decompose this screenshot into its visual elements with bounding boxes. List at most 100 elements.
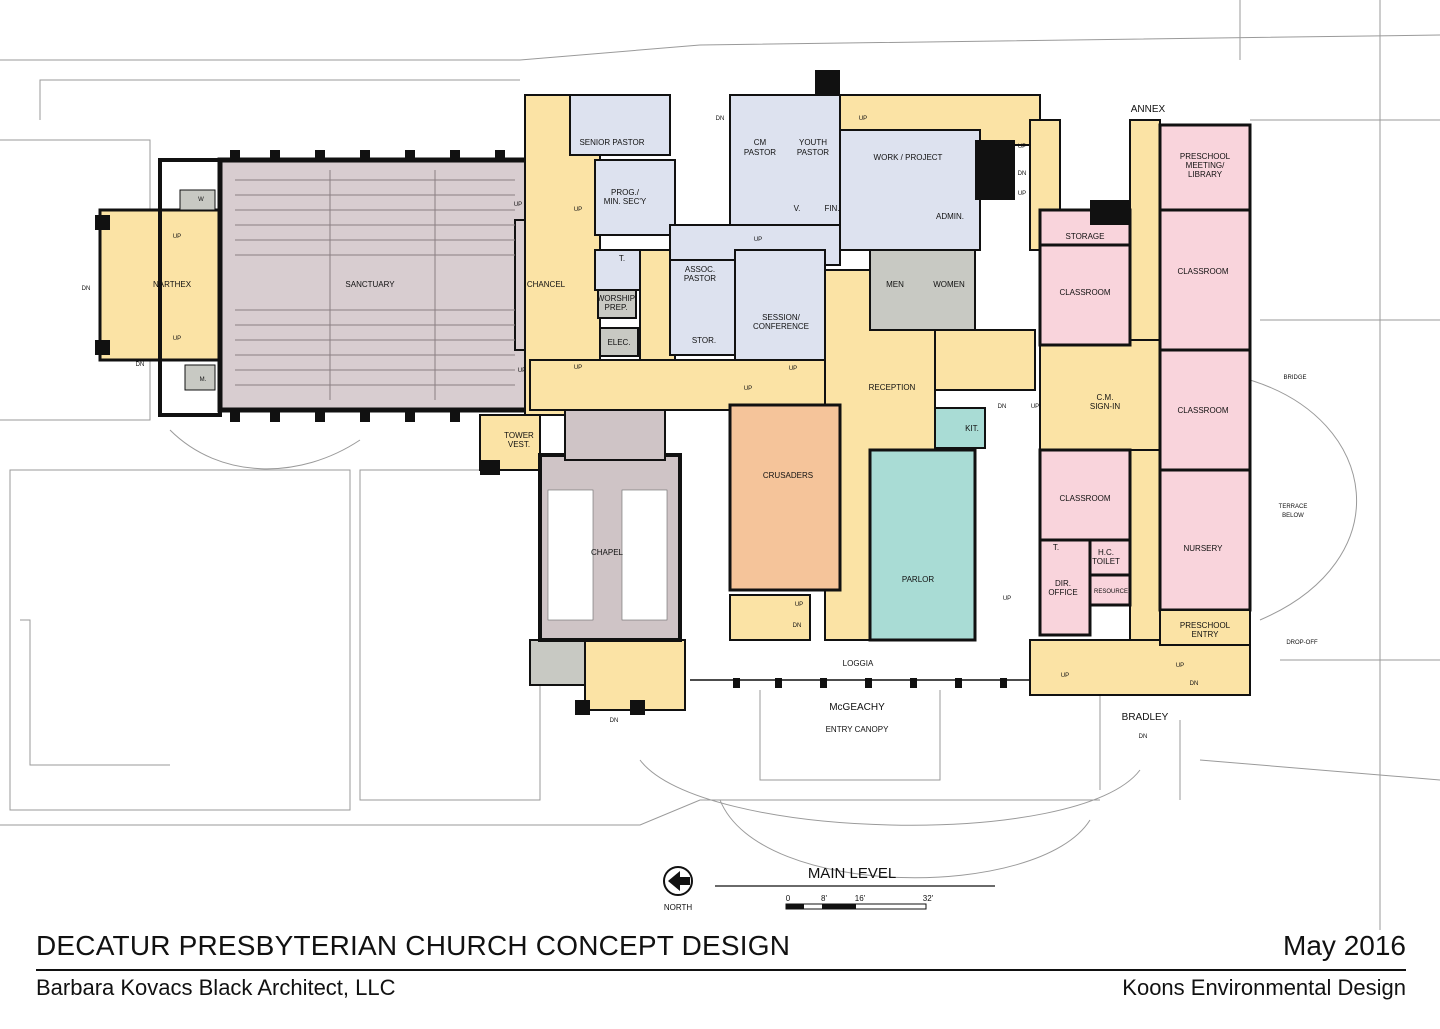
kitchen (934, 407, 986, 449)
label-admin: ADMIN. (936, 212, 964, 221)
label-nursery: NURSERY (1184, 544, 1224, 553)
architect-name: Barbara Kovacs Black Architect, LLC (36, 975, 396, 1000)
stair-up-narthex-s: UP (173, 336, 181, 342)
consultant-name: Koons Environmental Design (1122, 975, 1406, 1000)
drawing-date: May 2016 (1283, 930, 1406, 961)
label-men: MEN (886, 280, 904, 289)
stair-dn-chapel: DN (610, 718, 619, 724)
label-assoc: ASSOC. (685, 265, 715, 274)
stair-up-bradley-w: UP (1061, 673, 1069, 679)
label-hc-toilet: TOILET (1092, 557, 1120, 566)
drawing-title: DECATUR PRESBYTERIAN CHURCH CONCEPT DESI… (36, 930, 791, 961)
chapel (538, 409, 682, 642)
room-labels: NARTHEX SANCTUARY CHANCEL SENIOR PASTOR … (153, 104, 1318, 734)
north-label: NORTH (664, 903, 693, 912)
stair-up-north: UP (859, 116, 867, 122)
stair-up-crusaders: UP (795, 602, 803, 608)
stair-dn-crusaders: DN (793, 623, 802, 629)
stair-up-chancel-s: UP (518, 368, 526, 374)
label-entry-canopy: ENTRY CANOPY (826, 725, 889, 734)
label-m: M. (200, 377, 207, 383)
label-cm-signin-2: SIGN-IN (1090, 402, 1120, 411)
label-tower: TOWER (504, 431, 534, 440)
label-prog: PROG./ (611, 188, 640, 197)
stair-dn-bradley: DN (1139, 734, 1148, 740)
title-rule (36, 969, 1406, 971)
level-label: MAIN LEVEL (808, 865, 896, 882)
label-preschool-meeting-1: PRESCHOOL (1180, 152, 1231, 161)
label-senior-pastor: SENIOR PASTOR (579, 138, 644, 147)
stair-up-hall: UP (744, 386, 752, 392)
label-cm-signin: C.M. (1097, 393, 1114, 402)
preschool-entry-area (1159, 609, 1251, 646)
label-cm: CM (754, 138, 767, 147)
annex-classrooms (1038, 123, 1252, 637)
stair-dn-sw: DN (136, 362, 145, 368)
label-drop-off: DROP-OFF (1286, 640, 1318, 646)
label-elec: ELEC. (607, 338, 630, 347)
label-stor: STOR. (692, 336, 716, 345)
label-t1: T. (619, 254, 625, 263)
label-terrace-below: BELOW (1282, 513, 1304, 519)
narthex-wing (98, 158, 222, 417)
stair-up-bradley-e: UP (1176, 663, 1184, 669)
stair-up-narthex-n: UP (173, 234, 181, 240)
label-worship-prep: PREP. (605, 303, 628, 312)
stair-dn-kit: DN (998, 404, 1007, 410)
label-hc: H.C. (1098, 548, 1114, 557)
label-youth-pastor: PASTOR (797, 148, 829, 157)
label-work-project: WORK / PROJECT (874, 153, 943, 162)
north-arrow-icon (663, 866, 693, 896)
label-loggia: LOGGIA (843, 659, 874, 668)
label-conference: CONFERENCE (753, 322, 809, 331)
columns (230, 150, 1007, 688)
stair-dn-annex-1: DN (1018, 171, 1027, 177)
label-worship: WORSHIP (597, 294, 635, 303)
walls (95, 70, 1130, 715)
label-bradley: BRADLEY (1122, 712, 1169, 723)
label-tower-vest: VEST. (508, 440, 530, 449)
label-storage: STORAGE (1066, 232, 1105, 241)
stair-up-annex-1: UP (1018, 144, 1026, 150)
stair-up-annex-2: UP (1018, 191, 1026, 197)
stair-up-session: UP (789, 366, 797, 372)
stair-up-kit: UP (1031, 404, 1039, 410)
stair-up-parlor: UP (1003, 596, 1011, 602)
label-fin: FIN. (824, 204, 839, 213)
label-bridge: BRIDGE (1283, 375, 1306, 381)
label-classroom-c: CLASSROOM (1177, 406, 1228, 415)
stair-up-chancel-e: UP (574, 207, 582, 213)
label-preschool-meeting-2: MEETING/ (1186, 161, 1225, 170)
label-session: SESSION/ (762, 313, 801, 322)
label-w: W (198, 197, 204, 203)
office-block (569, 94, 981, 361)
label-annex: ANNEX (1131, 104, 1166, 115)
label-mcgeachy: McGEACHY (829, 702, 885, 713)
label-classroom-d: CLASSROOM (1059, 494, 1110, 503)
label-women: WOMEN (933, 280, 965, 289)
stair-dn-bradley-e: DN (1190, 681, 1199, 687)
stair-dn-west: DN (82, 286, 91, 292)
scale-bar: 0 8' 16' 32' (785, 894, 934, 910)
label-reception: RECEPTION (869, 383, 916, 392)
label-youth: YOUTH (799, 138, 827, 147)
label-resource: RESOURCE (1094, 589, 1128, 595)
label-cm-pastor: PASTOR (744, 148, 776, 157)
site-context (0, 0, 1440, 930)
service-areas (529, 249, 976, 686)
label-classroom-b: CLASSROOM (1177, 267, 1228, 276)
plan-legend: MAIN LEVEL NORTH 0 8' 16' 32' (663, 865, 995, 912)
stair-crusaders (729, 594, 811, 641)
label-chapel: CHAPEL (591, 548, 624, 557)
stair-labels: UP UP DN DN DN UP UP UP UP UP UP UP UP D… (82, 116, 1199, 740)
scale-tick-8: 8' (821, 894, 827, 903)
scale-tick-32: 32' (923, 894, 934, 903)
label-preschool-entry-1: PRESCHOOL (1180, 621, 1231, 630)
label-min-secy: MIN. SEC'Y (604, 197, 647, 206)
label-assoc-pastor: PASTOR (684, 274, 716, 283)
label-t2: T. (1053, 543, 1059, 552)
crusaders-room (728, 403, 842, 592)
parlor-room (868, 448, 977, 642)
stair-up-office: UP (754, 237, 762, 243)
label-dir-office: OFFICE (1048, 588, 1077, 597)
